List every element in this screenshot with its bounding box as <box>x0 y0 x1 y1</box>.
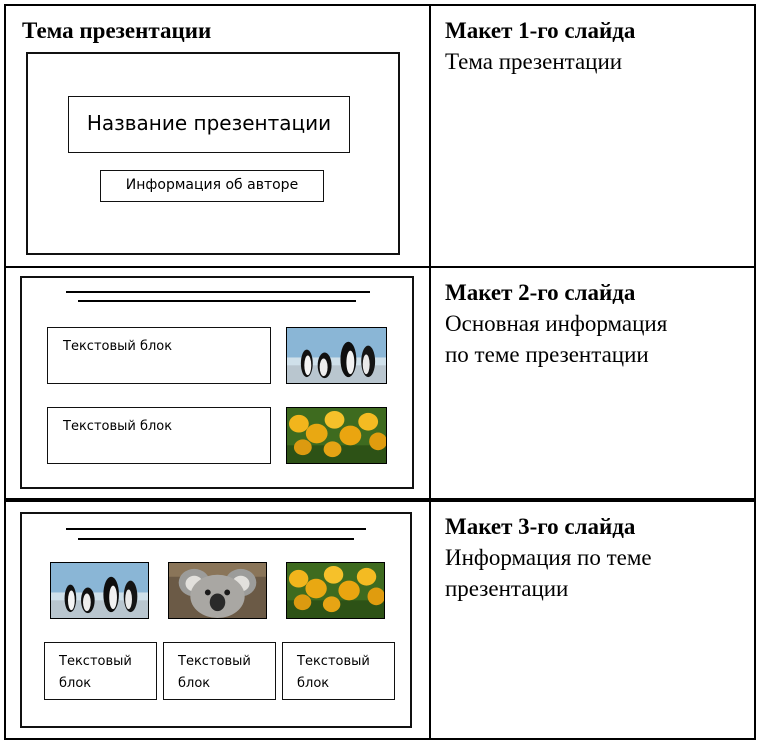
title-rule-bottom <box>78 538 354 540</box>
title-slide-frame: Название презентации Информация об автор… <box>26 52 400 255</box>
text-block-2: Текстовый блок <box>47 407 271 464</box>
author-box: Информация об авторе <box>100 170 324 202</box>
title-box-text: Название презентации <box>86 111 332 135</box>
text-block-3: Текстовый блок <box>282 642 395 700</box>
text-block-1: Текстовый блок <box>47 327 271 384</box>
row2-right-heading: Макет 2-го слайда <box>445 280 636 305</box>
desc-line: презентации <box>445 576 569 601</box>
label-line: Текстовый <box>297 654 370 669</box>
label-line: блок <box>59 676 92 691</box>
content-slide-frame: Текстовый блок Текстовый блок <box>20 276 414 489</box>
row3-left-cell: Текстовый блок Текстовый блок Текстовый … <box>4 500 431 740</box>
title-rule-top <box>66 291 370 293</box>
title-box: Название презентации <box>68 96 350 153</box>
row3-right-desc: Информация по теме презентации <box>445 542 652 604</box>
text-block-3-label: Текстовый блок <box>297 651 370 695</box>
row1-right-desc: Тема презентации <box>445 46 622 77</box>
row1-left-cell: Тема презентации Название презентации Ин… <box>4 4 431 268</box>
row2-left-cell: Текстовый блок Текстовый блок <box>4 266 431 500</box>
desc-line: Тема презентации <box>445 49 623 74</box>
text-block-2-label: Текстовый блок <box>178 651 251 695</box>
row2-right-desc: Основная информация по теме презентации <box>445 308 667 370</box>
label-line: Текстовый <box>178 654 251 669</box>
text-block-1-label: Текстовый блок <box>59 651 132 695</box>
title-rule-bottom <box>78 300 356 302</box>
row2-right-cell: Макет 2-го слайда Основная информация по… <box>429 266 756 500</box>
koala-image <box>168 562 267 619</box>
text-block-2: Текстовый блок <box>163 642 276 700</box>
row3-right-heading: Макет 3-го слайда <box>445 514 636 539</box>
desc-line: Основная информация <box>445 311 668 336</box>
text-block-2-label: Текстовый блок <box>63 419 173 434</box>
row3-right-cell: Макет 3-го слайда Информация по теме пре… <box>429 500 756 740</box>
desc-line: Информация по теме <box>445 545 652 570</box>
penguins-image <box>50 562 149 619</box>
tulips-image <box>286 407 387 464</box>
author-box-text: Информация об авторе <box>125 177 299 193</box>
label-line: блок <box>297 676 330 691</box>
penguins-image <box>286 327 387 384</box>
tulips-image <box>286 562 385 619</box>
title-rule-top <box>66 528 366 530</box>
text-block-1-label: Текстовый блок <box>63 339 173 354</box>
gallery-slide-frame: Текстовый блок Текстовый блок Текстовый … <box>20 512 412 728</box>
label-line: блок <box>178 676 211 691</box>
row1-right-cell: Макет 1-го слайда Тема презентации <box>429 4 756 268</box>
row1-right-heading: Макет 1-го слайда <box>445 18 636 43</box>
row1-left-heading: Тема презентации <box>22 18 212 43</box>
desc-line: по теме презентации <box>445 342 649 367</box>
text-block-1: Текстовый блок <box>44 642 157 700</box>
label-line: Текстовый <box>59 654 132 669</box>
